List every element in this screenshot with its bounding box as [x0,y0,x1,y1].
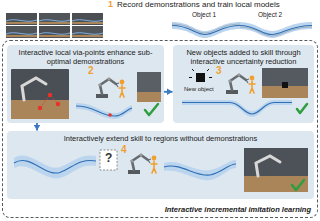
via-point-illustration-part [56,102,60,106]
step-panel: Interactively extend skill to regions wi… [7,131,314,199]
demo-photo-strip-part [39,13,70,25]
panel-title: Interactively extend skill to regions wi… [11,134,310,143]
via-point-illustration-part [108,113,112,117]
step-number: 3 [216,66,222,76]
via-point-illustration-part [137,72,161,102]
unknown-mark: ? [105,152,112,164]
new-object-illustration-part [262,86,308,98]
via-point-illustration-part [38,106,42,110]
new-object-illustration-part [182,103,292,115]
extension-illustration-part [244,176,308,192]
new-object-illustration-part [262,68,308,98]
flow-arrow [36,123,38,131]
via-point-illustration [11,69,161,119]
extension-illustration-part [292,180,304,190]
via-point-illustration-part [40,95,58,108]
step-number: 1 [108,0,113,9]
extension-illustration-part [244,148,308,192]
demo-photo-strip-part [6,13,37,25]
demo-photo-strip-part [6,26,37,38]
demo-photo-strip-part [72,13,103,25]
new-object-illustration-part [226,73,255,94]
via-point-illustration-part [137,92,161,102]
extension-illustration-part [128,153,157,174]
new-object-illustration-part [297,104,307,113]
extension-illustration-part [164,164,236,175]
via-point-illustration-part [96,77,125,98]
flow-arrow [164,91,173,93]
plot-label: Object 2 [258,12,282,19]
demo-photo-strip-part [72,26,103,38]
step-number: 4 [121,145,127,155]
new-object-illustration [182,68,308,117]
step-panel: Interactive local via-points enhance sub… [7,45,164,123]
panel-title: New objects added to skill through inter… [177,48,310,66]
extension-illustration-part [164,160,236,180]
via-point-illustration-part [22,78,46,100]
step-number: 2 [88,66,94,76]
demo-photo-strip [6,13,103,38]
extension-illustration-part [14,155,96,178]
frame-title: Interactive incremental imitation learni… [165,205,311,214]
extension-illustration-part [100,150,117,170]
demo-photo-strip-part [39,26,70,38]
step-panel: New objects added to skill through inter… [173,45,314,123]
demo-photo-strip-part [6,23,103,36]
extension-illustration-part [14,160,96,173]
via-point-illustration-part [11,69,69,119]
demo-photo-strip-part [6,20,103,35]
local-model-plot [172,22,312,38]
new-object-illustration-part [282,82,288,88]
local-model-plot-part [172,26,312,35]
via-point-illustration-part [76,103,132,119]
step-title: Record demonstrations and train local mo… [117,1,280,9]
dashed-frame: Interactive incremental imitation learni… [2,40,318,218]
extension-illustration-part [256,156,280,176]
plot-label: Object 1 [192,12,216,19]
object-label: New object [184,86,214,92]
local-model-plot-part [172,22,312,38]
panel-title: Interactive local via-points enhance sub… [11,48,160,66]
new-object-illustration-part [182,100,292,117]
via-point-illustration-part [48,93,52,97]
new-object-illustration-part [196,73,205,82]
new-object-illustration-part [189,69,212,78]
extension-illustration [14,148,308,192]
via-point-illustration-part [11,100,69,119]
via-point-illustration-part [76,106,132,116]
local-model-plot-part [172,24,312,36]
via-point-illustration-part [145,104,158,115]
